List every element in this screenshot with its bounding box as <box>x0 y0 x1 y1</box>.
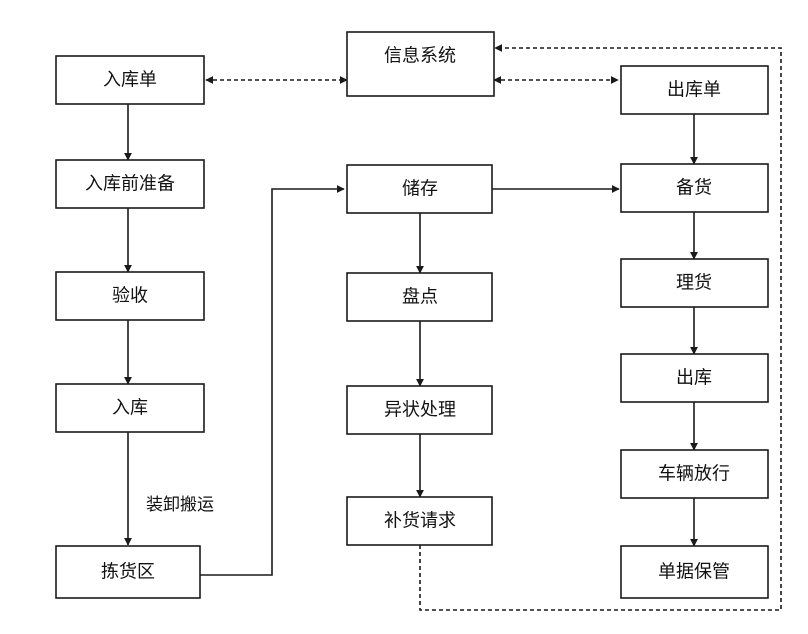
node-storage: 储存 <box>346 164 493 214</box>
node-document-custody: 单据保管 <box>620 545 769 599</box>
node-dispatch-label: 出库 <box>676 368 712 389</box>
node-picking-area: 拣货区 <box>55 545 201 599</box>
node-replenishment-request: 补货请求 <box>346 496 493 546</box>
node-picking-area-label: 拣货区 <box>101 562 155 583</box>
nodes: 入库单 入库前准备 验收 入库 拣货区 信息系统 储存 盘点 <box>55 31 769 599</box>
node-pre-inbound-prep-label: 入库前准备 <box>85 174 175 195</box>
node-sorting: 理货 <box>620 258 769 308</box>
node-inventory-count-label: 盘点 <box>402 287 438 308</box>
node-storage-label: 储存 <box>402 179 438 200</box>
node-inspection: 验收 <box>55 271 205 321</box>
node-stocking: 备货 <box>620 163 769 213</box>
edge-replenishment-to-info-system-dashed <box>419 44 782 611</box>
node-outbound-order-label: 出库单 <box>667 80 721 101</box>
node-vehicle-release: 车辆放行 <box>620 449 769 499</box>
node-putaway: 入库 <box>55 383 205 433</box>
node-dispatch: 出库 <box>620 353 769 403</box>
node-pre-inbound-prep: 入库前准备 <box>55 159 205 209</box>
node-inbound-order-label: 入库单 <box>103 70 157 91</box>
edge-label-loading-unloading: 装卸搬运 <box>146 495 214 515</box>
node-stocking-label: 备货 <box>676 178 712 199</box>
node-outbound-order: 出库单 <box>620 65 769 115</box>
node-inbound-order: 入库单 <box>55 55 205 105</box>
node-exception-handling: 异状处理 <box>346 385 493 435</box>
node-info-system-label: 信息系统 <box>384 46 456 67</box>
node-info-system: 信息系统 <box>346 31 495 97</box>
edges: 装卸搬运 <box>124 44 782 611</box>
node-putaway-label: 入库 <box>112 398 148 419</box>
node-replenishment-request-label: 补货请求 <box>384 511 456 532</box>
node-inspection-label: 验收 <box>112 286 148 307</box>
node-vehicle-release-label: 车辆放行 <box>658 464 730 485</box>
node-exception-handling-label: 异状处理 <box>384 400 456 421</box>
node-document-custody-label: 单据保管 <box>658 562 730 583</box>
node-inventory-count: 盘点 <box>346 272 493 322</box>
edge-picking-area-to-storage <box>200 185 345 576</box>
node-sorting-label: 理货 <box>676 273 712 294</box>
